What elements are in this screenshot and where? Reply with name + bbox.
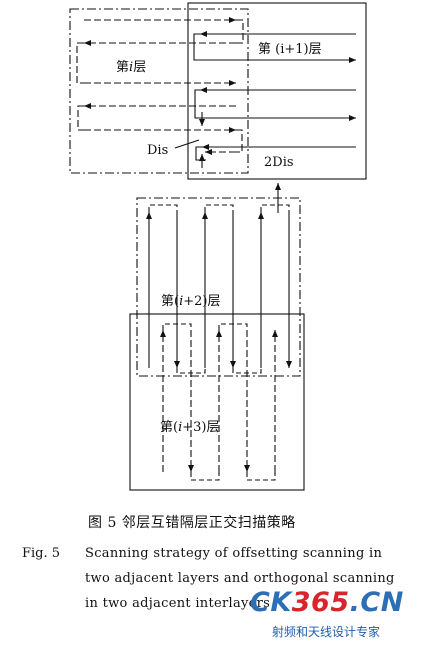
dis-dimension-marker	[174, 112, 205, 168]
layer-i-scan-turn	[77, 105, 84, 131]
layer-i3-label: 第(i+3)层	[160, 420, 220, 435]
layer-i1-scan-turn	[194, 89, 200, 119]
dis-label: Dis	[147, 143, 168, 158]
caption-english-line-1: Scanning strategy of offsetting scanning…	[85, 546, 383, 561]
layer-i-boundary	[69, 8, 249, 174]
site-watermark: CK365.CN 射频和天线设计专家	[250, 587, 426, 647]
layer-i-scan-turn	[76, 42, 84, 84]
layer-i1-scan-paths	[193, 31, 356, 161]
caption-fig-label: Fig. 5	[22, 546, 61, 561]
layer-i2-label: 第(i+2)层	[161, 294, 221, 309]
two-dis-label: 2Dis	[264, 155, 294, 170]
layer-i2-boundary	[136, 197, 301, 377]
layer-i3-scan-paths	[160, 330, 278, 472]
watermark-logo: CK365.CN	[250, 587, 404, 618]
layer-i3-boundary	[129, 313, 305, 491]
layer-i-scan-turn	[236, 19, 244, 44]
layer-i1-scan-turn	[193, 33, 200, 61]
caption-english-line-2: two adjacent layers and orthogonal scann…	[85, 571, 395, 586]
layer-i1-scan-turn	[195, 146, 206, 161]
layer-i2-scan-paths	[146, 212, 292, 368]
layer-i1-boundary	[187, 2, 367, 180]
watermark-subtitle: 射频和天线设计专家	[272, 625, 381, 639]
layer-i-label: 第i层	[116, 60, 146, 75]
layer-i3-scan-turns	[162, 323, 276, 481]
caption-english-line-3: in two adjacent interlayers	[85, 596, 271, 611]
layer-i-scan-turn	[236, 129, 243, 153]
caption-chinese: 图 5 邻层互错隔层正交扫描策略	[88, 515, 296, 531]
scan-strategy-diagram: 第i层 第 (i+1)层 Dis 2Dis 第(i+2)层 第(i+3)层	[69, 2, 367, 491]
layer-i1-label: 第 (i+1)层	[258, 42, 322, 57]
layer-i-scan-paths	[76, 17, 244, 155]
